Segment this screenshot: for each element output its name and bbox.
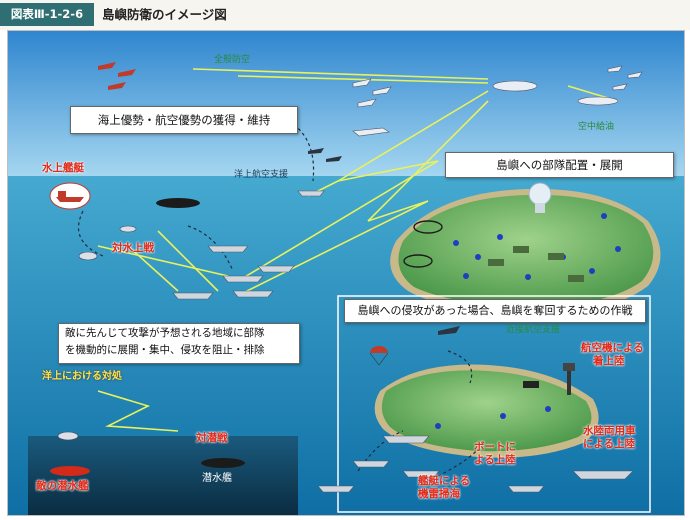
aircraft-landing-label: 航空機による 着上陸 — [581, 342, 644, 368]
tank-icon — [488, 246, 584, 388]
aircraft-landing-line1: 航空機による — [581, 342, 644, 354]
soldier-icon — [435, 213, 621, 429]
recapture-box: 島嶼への侵攻があった場合、島嶼を奪回するための作戦 — [344, 299, 646, 323]
parachute-icon — [369, 346, 389, 366]
ship-icon — [172, 190, 634, 493]
superiority-box: 海上優勢・航空優勢の獲得・維持 — [70, 106, 298, 134]
aircraft-landing-line2: 着上陸 — [593, 355, 625, 367]
figure-header: 図表Ⅲ-1-2-6 島嶼防衛のイメージ図 — [0, 0, 690, 30]
diagram-frame: 海上優勢・航空優勢の獲得・維持 島嶼への部隊配置・展開 島嶼への侵攻があった場合… — [7, 30, 685, 516]
amphibious-line2: による上陸 — [583, 438, 636, 450]
blocking-box: 敵に先んじて攻撃が予想される地域に部隊 を機動的に展開・集中、侵攻を阻止・排除 — [58, 323, 300, 364]
anti-surface-label: 対水上戦 — [112, 242, 154, 254]
amphibious-label: 水陸両用車 による上陸 — [583, 425, 636, 451]
submarine-icon — [156, 198, 200, 208]
aerial-refueling-label: 空中給油 — [578, 122, 615, 132]
figure-number: 図表Ⅲ-1-2-6 — [0, 3, 94, 26]
deployment-box: 島嶼への部隊配置・展開 — [445, 152, 674, 178]
link-lines — [97, 68, 619, 432]
blocking-text-line2: を機動的に展開・集中、侵攻を阻止・排除 — [65, 344, 265, 356]
boat-landing-line1: ボートに — [474, 441, 516, 453]
diagram-scene — [8, 31, 684, 515]
recapture-text: 島嶼への侵攻があった場合、島嶼を奪回するための作戦 — [357, 304, 633, 317]
radar-dome-icon — [528, 182, 552, 206]
enemy-submarine-icon — [50, 466, 90, 476]
enemy-aircraft-icon — [98, 62, 136, 90]
recapture-island — [374, 363, 599, 458]
tower-icon — [567, 369, 571, 395]
minesweep-label: 艦艇による 機雷掃海 — [418, 475, 470, 501]
enemy-submarine-label: 敵の潜水艦 — [36, 480, 89, 492]
superiority-text: 海上優勢・航空優勢の獲得・維持 — [97, 113, 271, 127]
amphibious-line1: 水陸両用車 — [583, 425, 636, 437]
aircraft-icon — [352, 65, 643, 137]
submarine-label: 潜水艦 — [202, 473, 232, 484]
deployment-text: 島嶼への部隊配置・展開 — [496, 158, 623, 172]
submarine-icon — [201, 458, 245, 468]
minesweep-line1: 艦艇による — [418, 475, 471, 487]
boat-landing-label: ボートに よる上陸 — [474, 441, 516, 467]
anti-submarine-label: 対潜戦 — [196, 432, 228, 444]
helicopter-icon — [57, 225, 137, 441]
blocking-text-line1: 敵に先んじて攻撃が予想される地域に部隊 — [65, 327, 265, 339]
enemy-ship-icon — [49, 182, 91, 210]
maritime-response-label: 洋上における対処 — [42, 371, 122, 382]
air-defense-label: 全般防空 — [214, 55, 251, 65]
boat-landing-line2: よる上陸 — [474, 454, 516, 466]
recapture-frame — [337, 295, 651, 513]
minesweep-line2: 機雷掃海 — [418, 488, 460, 500]
close-air-support-label: 近接航空支援 — [506, 325, 561, 335]
surface-ship-label: 水上艦艇 — [42, 162, 84, 174]
barrier-coil-icon — [403, 220, 443, 268]
figure-title: 島嶼防衛のイメージ図 — [102, 7, 227, 22]
maritime-air-support-label: 洋上航空支援 — [234, 170, 289, 180]
fighter-icon — [308, 148, 460, 335]
